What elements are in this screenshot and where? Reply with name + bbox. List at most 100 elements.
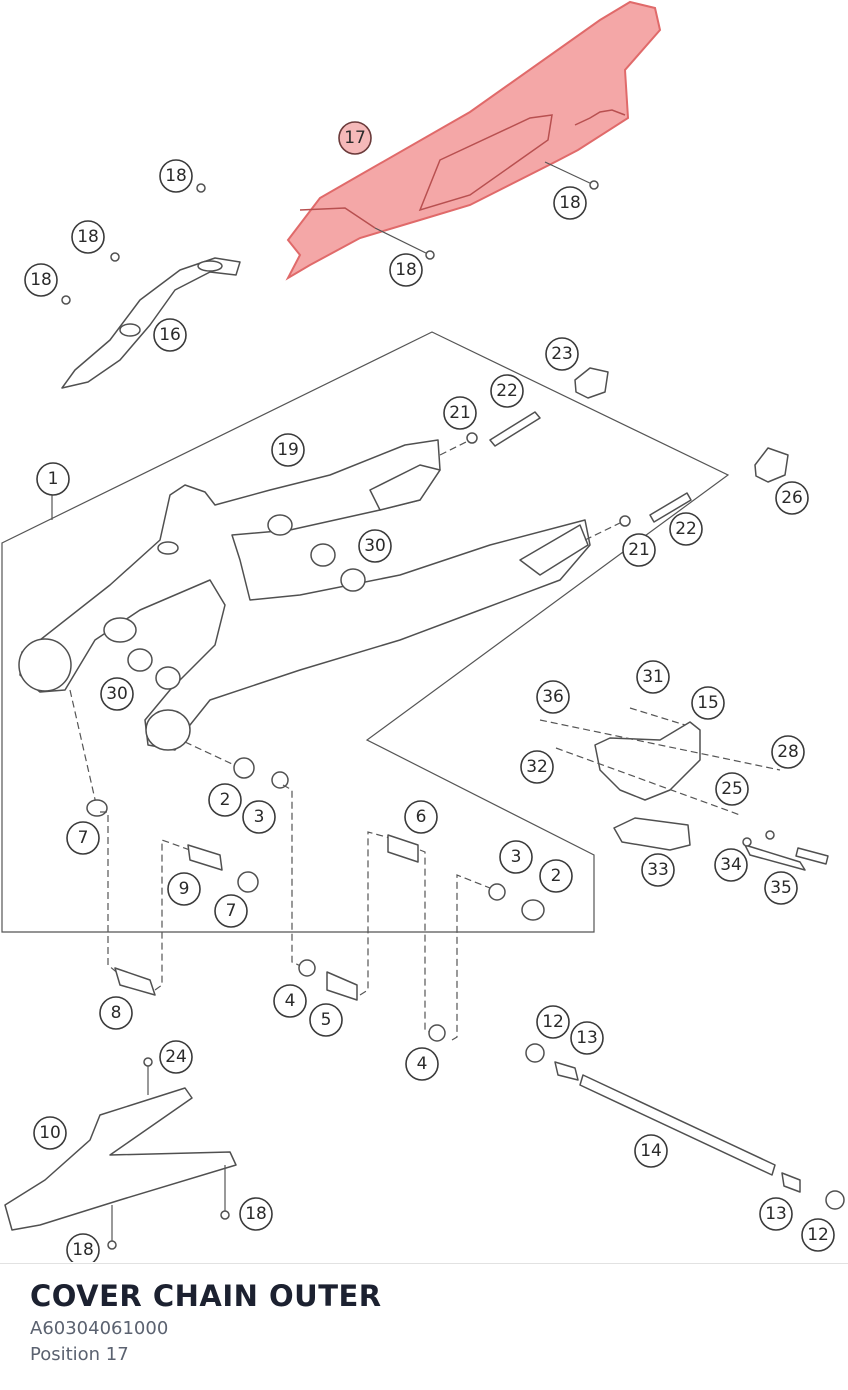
callout-label: 6 — [416, 807, 427, 827]
callout-13-a[interactable]: 13 — [570, 1021, 604, 1055]
callout-label: 10 — [39, 1123, 61, 1143]
callout-label: 7 — [226, 901, 237, 921]
callout-3-a[interactable]: 3 — [242, 800, 276, 834]
callout-10[interactable]: 10 — [33, 1116, 67, 1150]
callout-30-a[interactable]: 30 — [358, 529, 392, 563]
callout-18-f[interactable]: 18 — [239, 1197, 273, 1231]
chain-slider-part — [4, 1057, 237, 1250]
callout-label: 22 — [496, 381, 518, 401]
callout-9[interactable]: 9 — [167, 872, 201, 906]
callout-label: 13 — [765, 1204, 787, 1224]
callout-19[interactable]: 19 — [271, 433, 305, 467]
callout-label: 3 — [511, 847, 522, 867]
callout-32[interactable]: 32 — [520, 750, 554, 784]
callout-33[interactable]: 33 — [641, 853, 675, 887]
callout-label: 18 — [165, 166, 187, 186]
callout-24[interactable]: 24 — [159, 1040, 193, 1074]
callout-label: 23 — [551, 344, 573, 364]
callout-18-g[interactable]: 18 — [66, 1233, 100, 1262]
part-info-panel: COVER CHAIN OUTER A60304061000 Position … — [30, 1276, 820, 1368]
axle-insert-parts — [439, 411, 692, 541]
callout-label: 34 — [720, 855, 742, 875]
part-number: A60304061000 — [30, 1318, 169, 1339]
callout-28[interactable]: 28 — [771, 735, 805, 769]
assembly-group-frame — [1, 331, 730, 933]
plug-30-parts — [127, 543, 366, 690]
callout-18-b[interactable]: 18 — [553, 186, 587, 220]
callout-label: 36 — [542, 687, 564, 707]
callout-label: 2 — [220, 790, 231, 810]
callout-22-b[interactable]: 22 — [669, 512, 703, 546]
callout-8[interactable]: 8 — [99, 996, 133, 1030]
bolt-18-parts — [61, 161, 599, 305]
callout-label: 3 — [254, 807, 265, 827]
callout-36[interactable]: 36 — [536, 680, 570, 714]
callout-label: 4 — [285, 991, 296, 1011]
chain-cover-outer-part[interactable] — [285, 0, 662, 281]
callout-label: 18 — [559, 193, 581, 213]
callout-30-b[interactable]: 30 — [100, 677, 134, 711]
callout-6[interactable]: 6 — [404, 800, 438, 834]
callout-label: 14 — [640, 1141, 662, 1161]
chain-guard-16-part — [61, 257, 241, 389]
callout-1[interactable]: 1 — [36, 462, 70, 496]
callout-label: 18 — [77, 227, 99, 247]
callout-label: 9 — [179, 879, 190, 899]
callout-label: 33 — [647, 860, 669, 880]
callout-2-b[interactable]: 2 — [539, 859, 573, 893]
callout-label: 12 — [807, 1225, 829, 1245]
callout-label: 31 — [642, 667, 664, 687]
callout-label: 21 — [449, 403, 471, 423]
swingarm-part — [18, 439, 591, 751]
callout-26[interactable]: 26 — [775, 481, 809, 515]
divider — [0, 1263, 848, 1264]
callout-16[interactable]: 16 — [153, 318, 187, 352]
callout-14[interactable]: 14 — [634, 1134, 668, 1168]
callout-label: 17 — [344, 128, 366, 148]
callout-label: 4 — [417, 1054, 428, 1074]
callout-13-b[interactable]: 13 — [759, 1197, 793, 1231]
adjuster-23-part — [574, 367, 609, 399]
callout-22-a[interactable]: 22 — [490, 374, 524, 408]
callout-label: 5 — [321, 1010, 332, 1030]
callout-4-a[interactable]: 4 — [273, 984, 307, 1018]
callout-label: 26 — [781, 488, 803, 508]
callout-17[interactable]: 17 — [338, 121, 372, 155]
callout-7-b[interactable]: 7 — [214, 894, 248, 928]
callout-label: 13 — [576, 1028, 598, 1048]
exploded-parts-diagram: 18 17 18 18 18 18 16 23 21 22 1 19 26 30… — [1, 0, 845, 1262]
callout-label: 21 — [628, 540, 650, 560]
callout-25[interactable]: 25 — [715, 772, 749, 806]
callout-label: 18 — [395, 260, 417, 280]
callout-label: 24 — [165, 1047, 187, 1067]
callout-label: 8 — [111, 1003, 122, 1023]
callout-label: 19 — [277, 440, 299, 460]
bearing-bushing-parts — [69, 689, 545, 1042]
callout-18-e[interactable]: 18 — [24, 263, 58, 297]
callout-35[interactable]: 35 — [764, 871, 798, 905]
callout-7-a[interactable]: 7 — [66, 821, 100, 855]
part-name: COVER CHAIN OUTER — [30, 1279, 382, 1313]
callout-4-b[interactable]: 4 — [405, 1047, 439, 1081]
callout-23[interactable]: 23 — [545, 337, 579, 371]
callout-21-b[interactable]: 21 — [622, 533, 656, 567]
callout-31[interactable]: 31 — [636, 660, 670, 694]
callout-15[interactable]: 15 — [691, 686, 725, 720]
callout-2-a[interactable]: 2 — [208, 783, 242, 817]
callout-21-a[interactable]: 21 — [443, 396, 477, 430]
adjuster-26-part — [754, 447, 789, 483]
callout-18-d[interactable]: 18 — [389, 253, 423, 287]
callout-12-b[interactable]: 12 — [801, 1218, 835, 1252]
callout-18-a[interactable]: 18 — [159, 159, 193, 193]
callout-label: 25 — [721, 779, 743, 799]
callout-label: 16 — [159, 325, 181, 345]
callout-12-a[interactable]: 12 — [536, 1005, 570, 1039]
callout-label: 18 — [245, 1204, 267, 1224]
part-position: Position 17 — [30, 1344, 129, 1365]
callout-18-c[interactable]: 18 — [71, 220, 105, 254]
callout-5[interactable]: 5 — [309, 1003, 343, 1037]
callout-34[interactable]: 34 — [714, 848, 748, 882]
callout-3-b[interactable]: 3 — [499, 840, 533, 874]
callout-label: 18 — [72, 1240, 94, 1260]
callout-label: 30 — [364, 536, 386, 556]
